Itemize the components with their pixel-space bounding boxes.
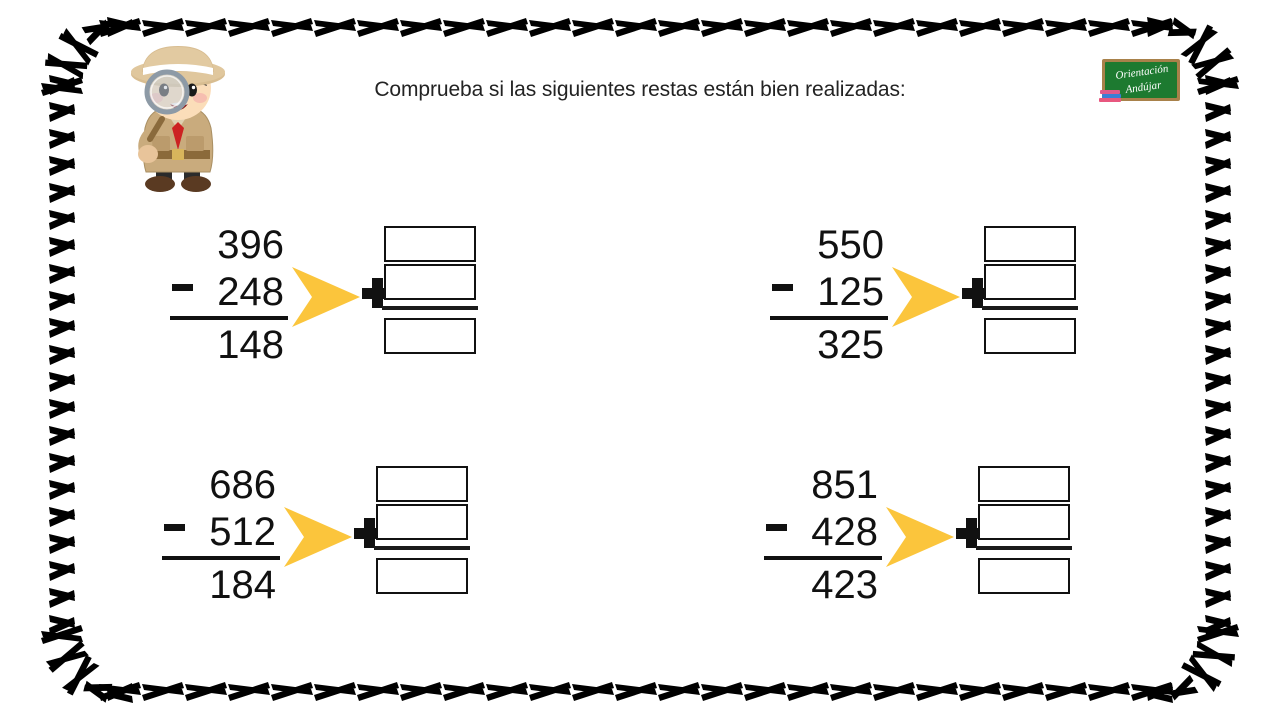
minuend-2: 550 (817, 223, 884, 267)
minus-sign-icon (164, 523, 185, 531)
addition-rule-3 (374, 546, 470, 550)
answer-box-result-4[interactable] (978, 558, 1070, 594)
answer-box-top-1[interactable] (384, 226, 476, 262)
subtrahend-2: 125 (817, 270, 884, 314)
subtraction-column-1: 396 248 148 (168, 222, 288, 369)
subtrahend-3: 512 (209, 510, 276, 554)
answer-box-result-2[interactable] (984, 318, 1076, 354)
subtraction-column-3: 686 512 184 (160, 462, 280, 609)
problem-4: 851 428 423 (762, 462, 1092, 612)
subtraction-rule-4 (764, 556, 882, 560)
answer-box-middle-2[interactable] (984, 264, 1076, 300)
answer-box-middle-4[interactable] (978, 504, 1070, 540)
subtrahend-1: 248 (217, 270, 284, 314)
subtrahend-1-row: 248 (168, 269, 288, 316)
problem-2: 550 125 325 (768, 222, 1098, 372)
difference-2: 325 (817, 323, 884, 367)
answer-box-top-2[interactable] (984, 226, 1076, 262)
minuend-3: 686 (209, 463, 276, 507)
subtraction-column-4: 851 428 423 (762, 462, 882, 609)
answer-box-result-3[interactable] (376, 558, 468, 594)
arrow-icon (284, 507, 352, 567)
detective-mascot-icon (131, 46, 225, 192)
answer-box-result-1[interactable] (384, 318, 476, 354)
minus-sign-icon (772, 283, 793, 291)
check-addition-3 (374, 466, 472, 594)
subtrahend-3-row: 512 (160, 509, 280, 556)
difference-3: 184 (209, 563, 276, 607)
subtraction-rule-2 (770, 316, 888, 320)
difference-1: 148 (217, 323, 284, 367)
answer-box-middle-1[interactable] (384, 264, 476, 300)
arrow-icon (292, 267, 360, 327)
subtraction-rule-1 (170, 316, 288, 320)
subtrahend-4-row: 428 (762, 509, 882, 556)
subtrahend-4: 428 (811, 510, 878, 554)
check-addition-4 (976, 466, 1074, 594)
addition-rule-1 (382, 306, 478, 310)
problem-3: 686 512 184 (160, 462, 490, 612)
minuend-4: 851 (811, 463, 878, 507)
subtraction-column-2: 550 125 325 (768, 222, 888, 369)
plus-sign-icon (956, 518, 986, 548)
minus-sign-icon (172, 283, 193, 291)
arrow-icon (892, 267, 960, 327)
check-addition-1 (382, 226, 480, 354)
plus-sign-icon (962, 278, 992, 308)
check-addition-2 (982, 226, 1080, 354)
subtrahend-2-row: 125 (768, 269, 888, 316)
plus-sign-icon (362, 278, 392, 308)
difference-4: 423 (811, 563, 878, 607)
subtraction-rule-3 (162, 556, 280, 560)
answer-box-top-4[interactable] (978, 466, 1070, 502)
page-title: Comprueba si las siguientes restas están… (374, 78, 906, 101)
arrow-icon (886, 507, 954, 567)
addition-rule-2 (982, 306, 1078, 310)
orientacion-andujar-logo: Orientación Andújar (1099, 59, 1180, 102)
logo-line-2: Andújar (1124, 79, 1163, 96)
plus-sign-icon (354, 518, 384, 548)
problem-1: 396 248 148 (168, 222, 498, 372)
answer-box-middle-3[interactable] (376, 504, 468, 540)
minuend-1: 396 (217, 223, 284, 267)
answer-box-top-3[interactable] (376, 466, 468, 502)
addition-rule-4 (976, 546, 1072, 550)
minus-sign-icon (766, 523, 787, 531)
